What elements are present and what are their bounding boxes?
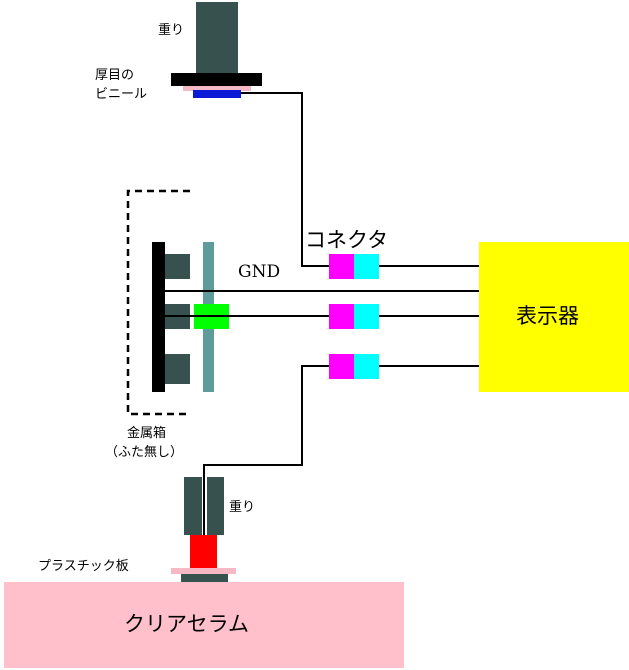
connector-3-cyan [354,354,379,379]
clear-ceramic-slab [4,582,404,668]
top-weight [196,2,238,74]
bottom-weight-left [184,477,202,535]
connector-2-cyan [354,304,379,329]
display-box [479,242,629,392]
connector-2-magenta [329,304,354,329]
label-thick-vinyl-line1: 厚目の [95,68,135,83]
connector-1-cyan [354,254,379,279]
label-weight-bottom: 重り [229,500,256,515]
label-weight-top: 重り [158,23,185,38]
box-block-upper [165,254,190,279]
label-clear-ceramic: クリアセラム [124,612,249,636]
wire-bottom-electrode [203,365,330,545]
bottom-weight-right [207,477,224,535]
box-block-lower [165,354,190,384]
label-display: 表示器 [516,304,579,328]
label-thick-vinyl-line2: ビニール [95,87,148,102]
connector-3-magenta [329,354,354,379]
label-plastic-plate: プラスチック板 [38,559,129,574]
bottom-electrode [190,535,217,568]
top-electrode [193,90,241,98]
connector-1-magenta [329,254,354,279]
label-gnd: GND [238,262,281,282]
label-connector: コネクタ [305,228,389,252]
label-metal-box-line1: 金属箱 [127,426,167,441]
bottom-weight-base [181,574,228,582]
plastic-plate-sheet [171,568,236,574]
label-metal-box-line2: （ふた無し） [105,445,184,460]
thick-vinyl-sheet [183,86,251,91]
wire-top-electrode [241,92,330,267]
metal-box-outline [126,189,190,416]
top-black-plate [171,73,262,86]
